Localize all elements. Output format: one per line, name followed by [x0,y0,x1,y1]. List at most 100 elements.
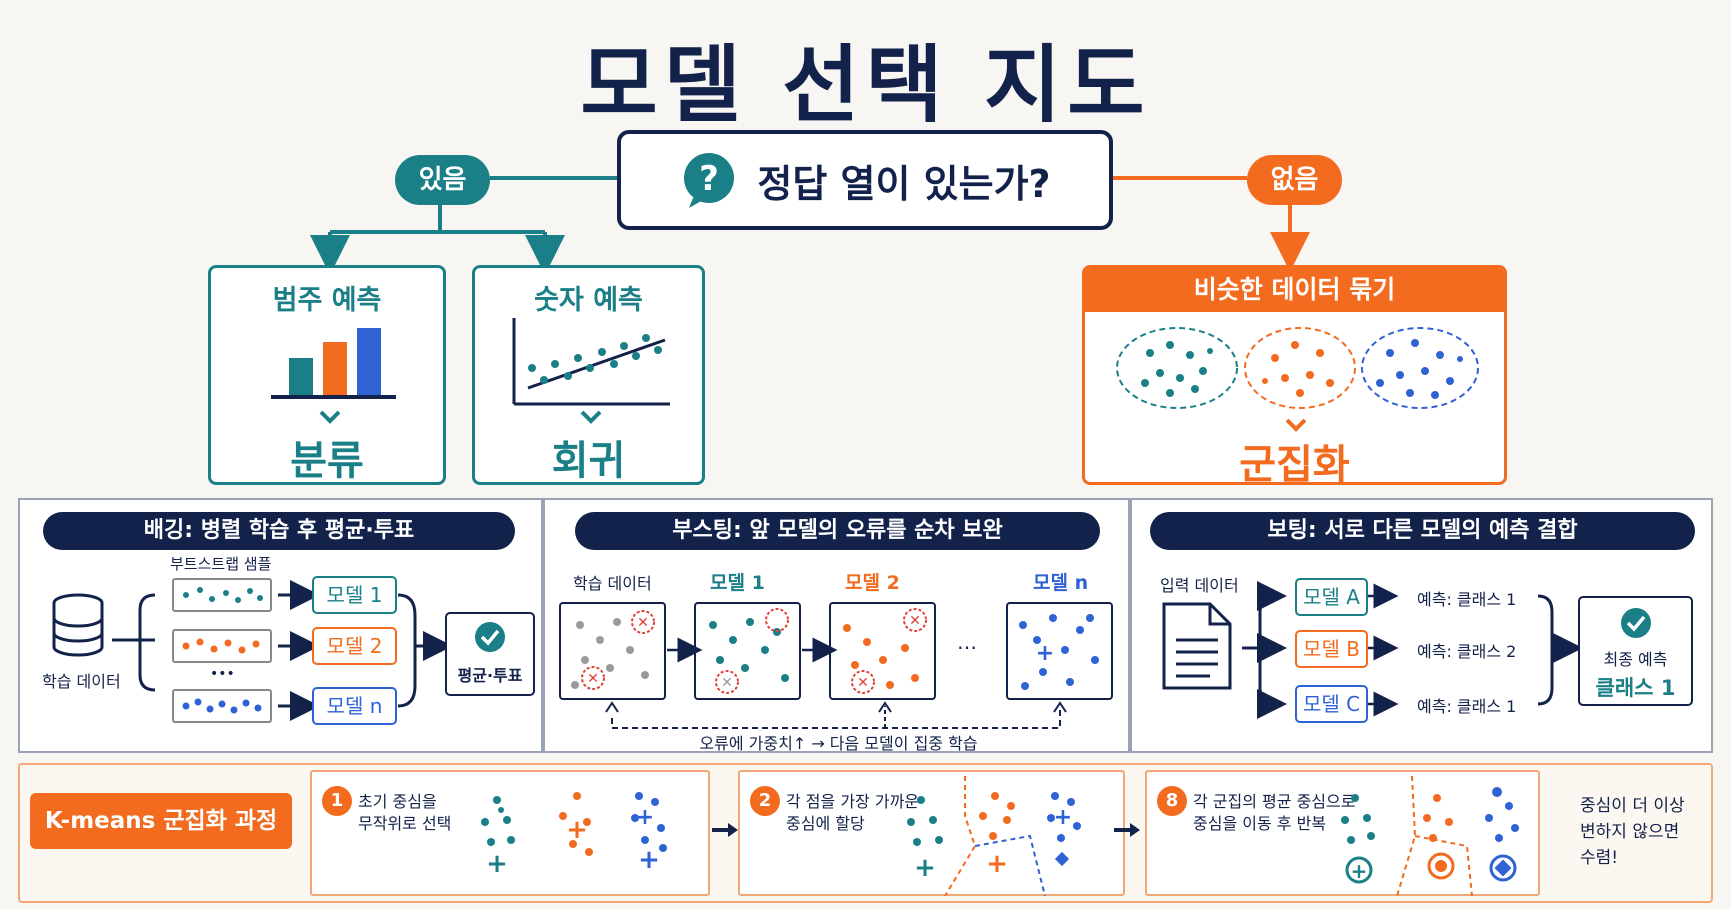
step-2-badge: 2 [750,786,780,816]
step-2-text-line2: 중심에 할당 [786,814,865,833]
question-icon: ? [684,153,735,208]
step-3-text-line2: 중심을 이동 후 반복 [1193,814,1327,833]
clusters-icon [1116,327,1479,409]
svg-text:+: + [1351,859,1368,883]
voting-connectors [1242,581,1583,719]
bootstrap-sample-2 [172,629,272,663]
bagging-heading: 배깅: 병렬 학습 후 평균·투표 [43,512,515,550]
branch-yes-badge: 있음 [395,155,490,205]
boosting-model-2-label: 모델 2 [845,572,900,594]
voting-prediction-c: 예측: 클래스 1 [1417,697,1517,716]
svg-text:+: + [566,815,588,845]
bagging-connectors [112,580,453,721]
convergence-line3: 수렴! [1580,848,1619,868]
question-text: 정답 열이 있는가? [757,161,1051,206]
document-icon [1162,602,1232,690]
svg-text:+: + [986,849,1008,879]
classification-heading: 범주 예측 [272,285,382,316]
bagging-model-n: 모델 n [312,687,397,725]
step-3-badge: 8 [1157,786,1187,816]
svg-text:?: ? [700,159,720,199]
bar-chart-icon [271,328,396,399]
kmeans-panel: K-means 군집화 과정 1 초기 중심을 무작위로 선택 + + + + … [18,763,1713,903]
svg-text:✕: ✕ [909,613,921,629]
bagging-model-2: 모델 2 [312,627,397,665]
bagging-data-label: 학습 데이터 [42,672,121,691]
boosting-data-label: 학습 데이터 [573,574,652,593]
clustering-heading: 비슷한 데이터 묶기 [1085,268,1504,312]
voting-final-label: 최종 예측 [1603,650,1668,669]
regression-box: 숫자 예측 회귀 [472,265,705,485]
check-circle-icon [475,622,505,652]
svg-text:✕: ✕ [857,675,869,691]
arrow-right-icon [712,823,738,837]
svg-text:+: + [914,853,936,883]
voting-heading: 보팅: 서로 다른 모델의 예측 결합 [1150,512,1695,550]
boosting-panel: 부스팅: 앞 모델의 오류를 순차 보완 학습 데이터 모델 1 모델 2 모델… [543,498,1130,753]
page-title: 모델 선택 지도 [580,36,1151,134]
chevron-down-icon [1285,418,1307,432]
boosting-ellipsis: … [957,630,977,654]
branch-no-badge: 없음 [1247,155,1342,205]
step-3-illustration: + [1341,775,1519,897]
step-1-text-line2: 무작위로 선택 [358,814,452,833]
bootstrap-sample-n [172,689,272,723]
convergence-line2: 변하지 않으면 [1580,822,1680,842]
svg-text:+: + [1036,641,1054,666]
step-1-text-line1: 초기 중심을 [358,792,437,811]
svg-text:+: + [486,849,508,879]
classification-box: 범주 예측 분류 [208,265,446,485]
regression-heading: 숫자 예측 [534,285,643,316]
classification-result: 분류 [290,438,364,484]
voting-prediction-b: 예측: 클래스 2 [1417,642,1517,661]
kmeans-step-1: 1 초기 중심을 무작위로 선택 + + + + [310,770,710,896]
boosting-model-n-label: 모델 n [1033,572,1089,594]
bootstrap-sample-1 [172,578,272,612]
bagging-output-label: 평균·투표 [457,666,523,685]
bagging-ellipsis: ••• [210,666,235,682]
arrow-right-icon [1114,823,1140,837]
boosting-heading: 부스팅: 앞 모델의 오류를 순차 보완 [575,512,1100,550]
question-box: ? 정답 열이 있는가? [617,130,1113,230]
step-1-badge: 1 [322,786,352,816]
bagging-output-box: 평균·투표 [445,612,535,696]
svg-text:✕: ✕ [721,675,733,691]
voting-model-a: 모델 A [1295,578,1368,616]
voting-data-label: 입력 데이터 [1160,576,1239,595]
bagging-panel: 배깅: 병렬 학습 후 평균·투표 학습 데이터 부트스트랩 샘플 ••• 모델… [18,498,543,753]
scatter-trend-icon [512,318,670,406]
voting-model-b: 모델 B [1295,630,1368,668]
voting-panel: 보팅: 서로 다른 모델의 예측 결합 입력 데이터 모델 A 모델 B 모델 … [1130,498,1713,753]
database-icon [52,593,104,657]
bootstrap-label: 부트스트랩 샘플 [170,555,272,573]
voting-prediction-a: 예측: 클래스 1 [1417,590,1517,609]
step-1-illustration: + + + + [481,792,667,879]
step-2-illustration: + + + [907,776,1081,897]
boosting-diagram: ✕ ✕ ✕ ✕ ✕ + [559,602,1113,729]
svg-text:+: + [1054,805,1072,830]
svg-text:✕: ✕ [587,671,599,687]
kmeans-step-2: 2 각 점을 가장 가까운 중심에 할당 + + + [738,770,1125,897]
step-2-text-line1: 각 점을 가장 가까운 [786,792,920,811]
convergence-line1: 중심이 더 이상 [1580,796,1685,816]
kmeans-heading: K-means 군집화 과정 [30,793,292,849]
clustering-result: 군집화 [1239,442,1350,485]
boosting-caption: 오류에 가중치↑ → 다음 모델이 집중 학습 [699,734,978,753]
bagging-model-1: 모델 1 [312,576,397,614]
chevron-down-icon [580,410,602,424]
svg-text:✕: ✕ [637,615,649,631]
chevron-down-icon [319,410,341,424]
kmeans-step-3: 8 각 군집의 평균 중심으로 중심을 이동 후 반복 + [1145,770,1540,897]
voting-model-c: 모델 C [1295,685,1368,723]
svg-text:+: + [636,805,654,830]
svg-text:+: + [638,845,660,875]
convergence-note: 중심이 더 이상 변하지 않으면 수렴! [1580,793,1685,871]
check-circle-icon [1620,608,1651,638]
step-3-text-line1: 각 군집의 평균 중심으로 [1193,792,1356,811]
voting-final-box: 최종 예측 클래스 1 [1578,596,1693,706]
clustering-box: 비슷한 데이터 묶기 군집화 [1082,265,1507,485]
regression-result: 회귀 [551,438,626,484]
voting-final-value: 클래스 1 [1595,676,1676,700]
boosting-model-1-label: 모델 1 [710,572,765,594]
